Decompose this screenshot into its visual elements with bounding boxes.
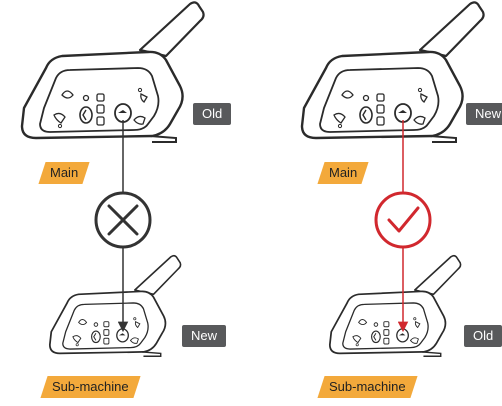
left-main-device [20, 1, 205, 144]
right-top-tag: New [466, 103, 502, 125]
right-sub-label: Sub-machine [317, 376, 418, 398]
right-main-label: Main [317, 162, 369, 184]
left-main-label: Main [38, 162, 90, 184]
left-sub-label: Sub-machine [40, 376, 141, 398]
left-sub-device [48, 254, 182, 358]
left-bottom-tag: New [182, 325, 227, 347]
cross-icon [94, 191, 152, 249]
left-top-tag: Old [193, 103, 232, 125]
check-icon [374, 191, 432, 249]
right-sub-device [328, 254, 462, 358]
right-bottom-tag: Old [464, 325, 502, 347]
right-main-device [300, 1, 485, 144]
